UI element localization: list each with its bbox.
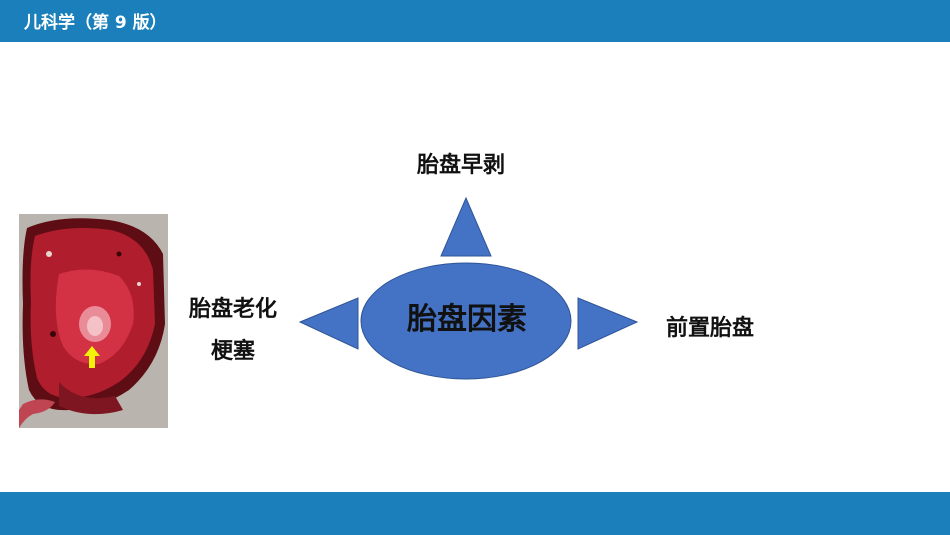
- top-label: 胎盘早剥: [416, 153, 505, 178]
- right-label: 前置胎盘: [665, 316, 754, 341]
- arrow-left-triangle: [298, 297, 359, 350]
- placenta-photo: [19, 214, 168, 428]
- arrow-up-triangle: [440, 196, 492, 257]
- header-title: 儿科学（第 9 版）: [24, 13, 167, 33]
- arrow-right-triangle: [577, 297, 639, 350]
- center-ellipse: [360, 262, 572, 380]
- header-bar: 儿科学（第 9 版）: [0, 0, 950, 42]
- left-label-line1: 胎盘老化: [188, 297, 277, 322]
- left-label-line2: 梗塞: [210, 339, 255, 364]
- center-label: 胎盘因素: [407, 302, 527, 337]
- footer-bar: [0, 492, 950, 535]
